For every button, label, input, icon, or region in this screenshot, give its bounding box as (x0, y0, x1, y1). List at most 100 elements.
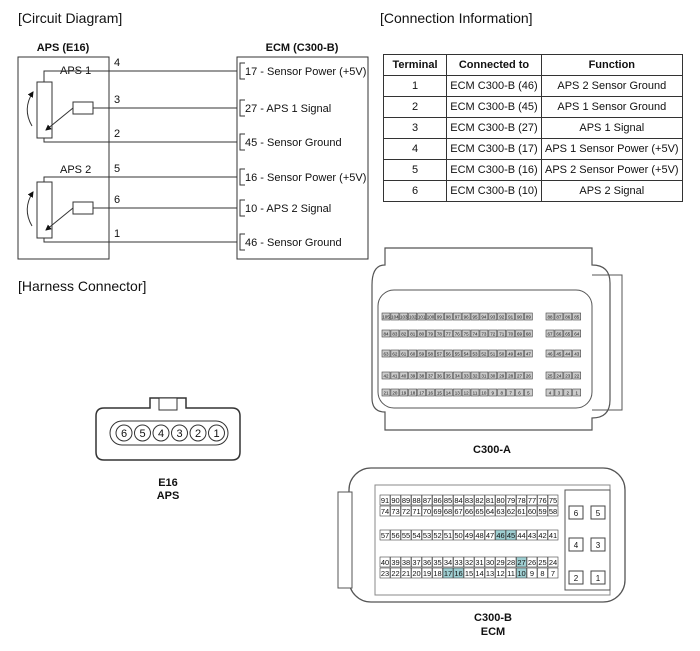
c300a-pin (497, 349, 507, 358)
c300b-pin (526, 556, 538, 568)
c300a-pin-label: 25 (547, 374, 553, 379)
c300b-pin (442, 529, 454, 541)
c300b-pin-label: 71 (412, 507, 420, 516)
c300b-pin-label: 34 (444, 558, 452, 567)
c300b-pin (505, 556, 517, 568)
c300a-pin-label: 29 (499, 374, 505, 379)
c300a-pin-label: 79 (428, 332, 434, 337)
c300b-large-pin-label: 5 (596, 509, 601, 518)
c300a-pin (381, 371, 391, 380)
c300a-pin-label: 20 (392, 391, 398, 396)
c300a-pin (435, 349, 444, 358)
c300a-pin-label: 60 (410, 352, 416, 357)
c300a-pin (452, 312, 462, 321)
c300b-pin-label: 44 (517, 531, 525, 540)
c300b-pin-label: 8 (540, 569, 544, 578)
c300a-pin (515, 329, 524, 338)
c300b-large-pin (590, 570, 606, 585)
c300a-pin (506, 388, 515, 397)
table-cell: 2 (383, 96, 447, 118)
c300a-pin-label: 10 (481, 391, 487, 396)
c300b-pin (411, 505, 422, 517)
c300a-pin-label: 58 (428, 352, 434, 357)
c300b-large-pin (568, 505, 584, 520)
c300b-pin (495, 529, 506, 541)
c300a-pin (426, 371, 435, 380)
c300b-pin (537, 505, 548, 517)
c300a-pin (572, 329, 582, 338)
c300a-pin (399, 371, 409, 380)
c300a-pin-label: 23 (565, 374, 571, 379)
c300b-pin-label: 82 (475, 496, 483, 505)
c300b-pin-label: 38 (402, 558, 410, 567)
potentiometer-resistor (36, 181, 53, 239)
c300a-pin (443, 329, 453, 338)
table-cell: APS 2 Signal (541, 180, 683, 202)
c300b-pin (421, 567, 433, 579)
c300a-pin-label: 4 (549, 391, 552, 396)
c300a-pin (426, 388, 435, 397)
e16-pin (208, 424, 225, 442)
c300a-pin-label: 8 (500, 391, 503, 396)
c300a-pin-label: 32 (472, 374, 478, 379)
c300a-pin (443, 349, 453, 358)
c300b-pin (474, 529, 485, 541)
c300a-pin (563, 329, 573, 338)
c300b-pin (400, 567, 412, 579)
c300a-pin (470, 329, 480, 338)
c300b-pin (390, 494, 401, 506)
ecm-pin-label: 45 - Sensor Ground (245, 137, 342, 149)
c300b-pin-label: 11 (507, 569, 515, 578)
c300b-pin-label: 81 (486, 496, 494, 505)
c300b-pin-label: 52 (433, 531, 441, 540)
c300a-pin-label: 3 (558, 391, 561, 396)
c300a-pin-label: 36 (437, 374, 443, 379)
c300b-sublabel: ECM (481, 626, 505, 638)
c300a-pin (426, 329, 435, 338)
c300a-pin-label: 78 (437, 332, 443, 337)
pin-number: 3 (114, 94, 120, 106)
c300b-pin-label: 79 (507, 496, 515, 505)
c300b-pin (453, 529, 464, 541)
c300b-pin (484, 556, 496, 568)
c300b-pin-label: 57 (381, 531, 389, 540)
c300b-large-pin (590, 505, 606, 520)
c300b-pin (421, 529, 433, 541)
e16-label: E16 (158, 477, 178, 489)
c300a-pin-label: 52 (481, 352, 487, 357)
table-cell: APS 2 Sensor Ground (541, 75, 683, 97)
c300a-pin (443, 312, 453, 321)
c300a-pin (479, 312, 489, 321)
c300a-pin (488, 349, 498, 358)
column-header: Function (541, 54, 683, 76)
c300b-pin (379, 529, 391, 541)
c300b-pin (484, 567, 496, 579)
ecm-box (236, 56, 369, 260)
c300b-pin-label: 12 (496, 569, 504, 578)
table-cell: ECM C300-B (10) (446, 180, 542, 202)
c300b-pin-label: 30 (486, 558, 494, 567)
wiper-arrow (45, 107, 74, 131)
c300a-pin-label: 6 (518, 391, 521, 396)
c300b-pin (400, 494, 412, 506)
e16-pin-label: 3 (176, 428, 182, 440)
c300a-pin-label: 81 (410, 332, 416, 337)
c300b-pin-label: 66 (465, 507, 473, 516)
c300b-pin (463, 567, 475, 579)
c300b-pin-label: 55 (402, 531, 410, 540)
c300b-pin (537, 556, 548, 568)
c300a-pin (426, 349, 435, 358)
c300a-pin-label: 39 (410, 374, 416, 379)
c300b-pin (547, 505, 559, 517)
c300a-pin (515, 349, 524, 358)
c300b-pin-label: 10 (517, 569, 525, 578)
c300b-large-pin (568, 570, 584, 585)
c300b-pin-label: 61 (517, 507, 525, 516)
c300b-pin (390, 567, 401, 579)
c300b-pin (432, 505, 443, 517)
c300a-pin-label: 54 (464, 352, 470, 357)
c300a-pin (461, 371, 471, 380)
